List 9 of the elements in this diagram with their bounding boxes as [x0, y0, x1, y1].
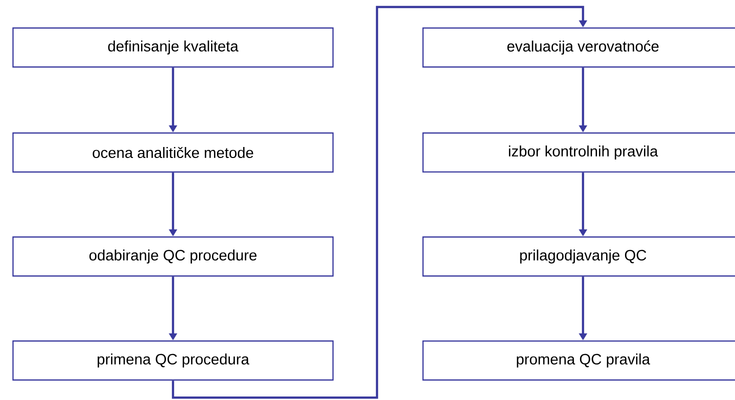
process-box: definisanje kvaliteta: [12, 27, 334, 68]
process-box: ocena analitičke metode: [12, 132, 334, 173]
process-box: odabiranje QC procedure: [12, 236, 334, 277]
process-box: prilagodjavanje QC: [422, 236, 735, 277]
process-box: izbor kontrolnih pravila: [422, 132, 735, 173]
process-box: evaluacija verovatnoće: [422, 27, 735, 68]
process-box: primena QC procedura: [12, 340, 334, 381]
process-box: promena QC pravila: [422, 340, 735, 381]
arrow: [172, 6, 588, 399]
